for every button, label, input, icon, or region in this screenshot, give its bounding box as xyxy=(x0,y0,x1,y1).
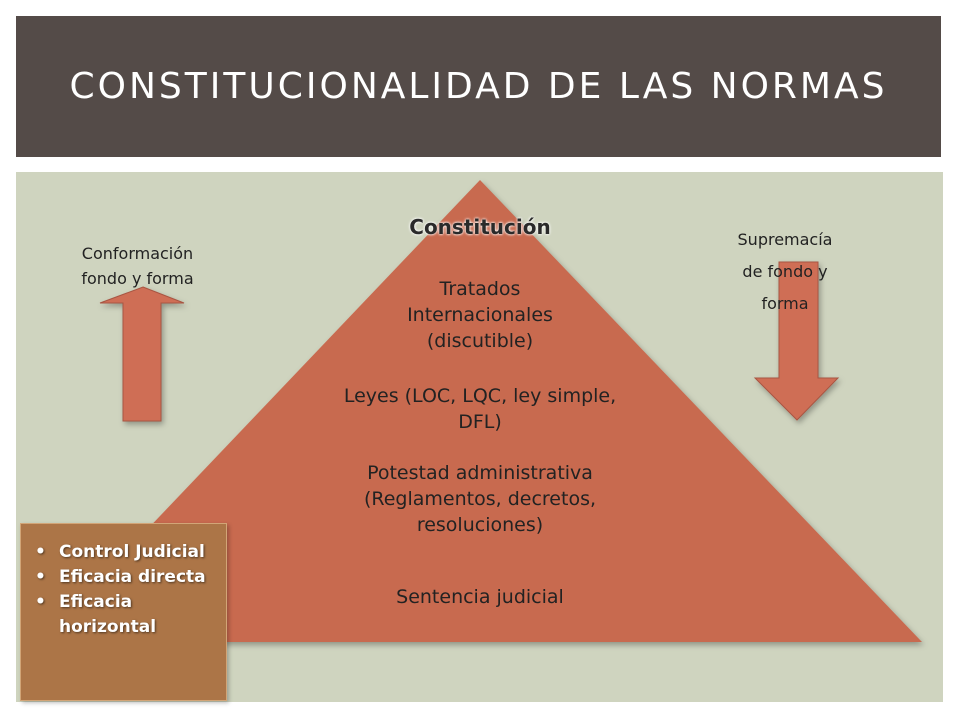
pyramid-level-tratados: Tratados Internacionales (discutible) xyxy=(330,276,630,354)
bullet-icon: • xyxy=(35,542,46,562)
pyramid-level-potestad: Potestad administrativa (Reglamentos, de… xyxy=(290,460,670,538)
down-arrow-icon xyxy=(753,261,840,421)
pyramid xyxy=(40,180,922,642)
title-bar: Constitucionalidad de las normas xyxy=(16,16,941,157)
right-label: Supremacía de fondo y forma xyxy=(710,224,860,320)
pyramid-level-leyes: Leyes (LOC, LQC, ley simple, DFL) xyxy=(290,383,670,435)
control-list: • Control Judicial • Eficacia directa • … xyxy=(21,524,226,640)
list-item-label: Eficacia horizontal xyxy=(59,592,157,637)
pyramid-level-sentencia: Sentencia judicial xyxy=(310,584,650,610)
up-arrow-icon xyxy=(99,286,185,422)
level-line: Sentencia judicial xyxy=(396,586,564,608)
constitucion-label: Constitución xyxy=(409,215,551,239)
level-line: Potestad administrativa xyxy=(367,462,593,484)
bullet-icon: • xyxy=(35,592,46,612)
level-line: DFL) xyxy=(458,411,502,433)
list-item: • Eficacia horizontal xyxy=(31,590,179,640)
level-line: Tratados xyxy=(439,278,521,300)
level-line: Internacionales xyxy=(407,304,553,326)
pyramid-top-constitucion: Constitución xyxy=(340,214,620,240)
right-label-line: forma xyxy=(761,294,809,313)
left-label: Conformación fondo y forma xyxy=(45,241,230,291)
list-item-label: Control Judicial xyxy=(59,542,205,562)
level-line: Leyes (LOC, LQC, ley simple, xyxy=(343,385,617,407)
right-label-line: Supremacía xyxy=(737,230,833,249)
level-line: (Reglamentos, decretos, xyxy=(363,488,597,510)
left-label-line: Conformación xyxy=(81,244,194,263)
level-line: (discutible) xyxy=(426,330,534,352)
list-item: • Control Judicial xyxy=(31,540,216,565)
control-box: • Control Judicial • Eficacia directa • … xyxy=(20,523,227,701)
level-line: resoluciones) xyxy=(416,514,544,536)
list-item: • Eficacia directa xyxy=(31,565,216,590)
slide-title: Constitucionalidad de las normas xyxy=(69,66,888,107)
left-label-line: fondo y forma xyxy=(81,269,194,288)
list-item-label: Eficacia directa xyxy=(59,567,206,587)
bullet-icon: • xyxy=(35,567,46,587)
right-label-line: de fondo y xyxy=(742,262,828,281)
